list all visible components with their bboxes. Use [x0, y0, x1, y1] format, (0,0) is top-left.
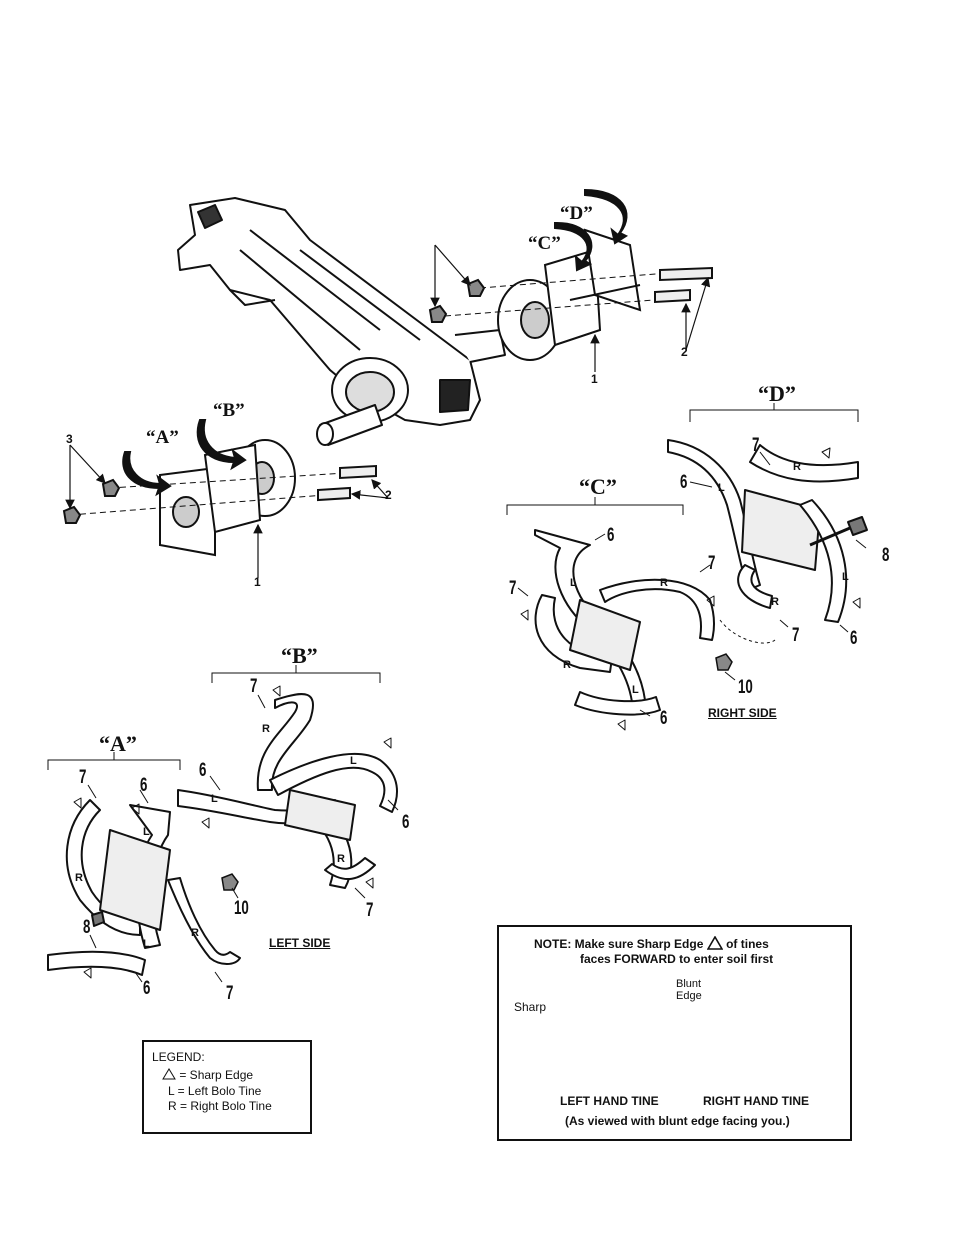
assembly-arrows [122, 188, 629, 497]
legend-row-left: L = Left Bolo Tine [168, 1084, 261, 1098]
d-letter-r2: R [771, 596, 779, 608]
label-a-group: “A” [99, 731, 137, 756]
note-line2: faces FORWARD to enter soil first [580, 952, 774, 966]
a-part-6a: 6 [140, 775, 148, 796]
a-part-6b: 6 [143, 978, 151, 999]
legend-box [142, 1040, 312, 1134]
a-letter-r1: R [75, 872, 83, 884]
a-part-8: 8 [83, 917, 91, 938]
note-line1-prefix: NOTE: Make sure Sharp Edge [534, 937, 704, 951]
b-letter-r1: R [262, 723, 270, 735]
b-letter-r2: R [337, 853, 345, 865]
note-blunt-1: Blunt [676, 978, 702, 990]
label-b-group: “B” [281, 643, 318, 668]
triangle-icon [162, 1068, 176, 1080]
legend-left-text: = Left Bolo Tine [177, 1084, 262, 1098]
note-viewed: (As viewed with blunt edge facing you.) [565, 1114, 790, 1128]
a-letter-l1: L [143, 826, 150, 838]
a-letter-r2: R [191, 927, 199, 939]
legend-left-code: L [168, 1084, 175, 1098]
label-d-group: “D” [758, 381, 796, 406]
d-part-6a: 6 [680, 472, 688, 493]
tine-leaders [87, 451, 867, 983]
part-2-upper: 2 [681, 345, 688, 359]
tine-group-d [667, 439, 868, 623]
d-part-7b: 7 [792, 625, 800, 646]
c-part-7a: 7 [708, 553, 716, 574]
cd-part-10: 10 [738, 677, 753, 698]
right-hub-assembly [428, 228, 713, 361]
c-letter-l1: L [570, 577, 577, 589]
c-d-nut [715, 653, 733, 671]
leader-lines [65, 244, 711, 578]
part-1-upper: 1 [591, 372, 598, 386]
left-side-label: LEFT SIDE [269, 936, 331, 950]
d-part-8: 8 [882, 545, 890, 566]
label-a-top: “A” [146, 427, 179, 448]
b-letter-l1: L [350, 755, 357, 767]
a-b-nut [221, 873, 239, 891]
label-b-top: “B” [213, 400, 245, 421]
legend-right-text: = Right Bolo Tine [180, 1099, 272, 1113]
d-part-7a: 7 [752, 435, 760, 456]
legend-row-sharp: = Sharp Edge [162, 1068, 253, 1082]
c-letter-r1: R [660, 577, 668, 589]
c-part-6a: 6 [607, 525, 615, 546]
legend-sharp-text: = Sharp Edge [179, 1068, 254, 1082]
note-line1-suffix: of tines [726, 937, 769, 951]
right-hand-tine-label: RIGHT HAND TINE [703, 1094, 809, 1108]
left-hand-tine-label: LEFT HAND TINE [560, 1094, 659, 1108]
d-part-6b: 6 [850, 628, 858, 649]
a-letter-l2: L [143, 938, 150, 950]
legend-row-right: R = Right Bolo Tine [168, 1099, 272, 1113]
c-part-7b: 7 [509, 578, 517, 599]
note-box [497, 925, 852, 1141]
label-c-group: “C” [579, 474, 617, 499]
c-letter-l2: L [632, 684, 639, 696]
c-part-6b: 6 [660, 708, 668, 729]
tine-group-a [47, 797, 241, 979]
tine-group-c [520, 529, 716, 731]
b-part-6a: 6 [199, 760, 207, 781]
legend-title: LEGEND: [152, 1050, 205, 1064]
part-2-lower: 2 [385, 488, 392, 502]
ab-part-10: 10 [234, 898, 249, 919]
tine-group-b [177, 685, 398, 889]
label-d-top: “D” [560, 203, 593, 224]
d-letter-r1: R [793, 461, 801, 473]
b-letter-l2: L [211, 793, 218, 805]
c-letter-r2: R [563, 659, 571, 671]
b-part-7b: 7 [366, 900, 374, 921]
b-part-6b: 6 [402, 812, 410, 833]
note-line1: NOTE: Make sure Sharp Edge of tines [534, 935, 769, 951]
legend-right-code: R [168, 1099, 177, 1113]
a-part-7a: 7 [79, 767, 87, 788]
d-letter-l1: L [718, 482, 725, 494]
d-letter-l2: L [842, 571, 849, 583]
transmission-housing [177, 197, 506, 446]
b-part-7a: 7 [250, 676, 258, 697]
a-part-7b: 7 [226, 983, 234, 1004]
triangle-icon [706, 935, 724, 950]
note-sharp-label: Sharp [514, 1000, 547, 1014]
note-blunt-2: Edge [676, 990, 702, 1002]
left-hub-assembly [62, 439, 377, 557]
right-side-label: RIGHT SIDE [708, 706, 777, 720]
part-1-lower: 1 [254, 575, 261, 589]
part-3: 3 [66, 432, 73, 446]
label-c-top: “C” [528, 233, 561, 254]
group-brackets [47, 403, 859, 770]
